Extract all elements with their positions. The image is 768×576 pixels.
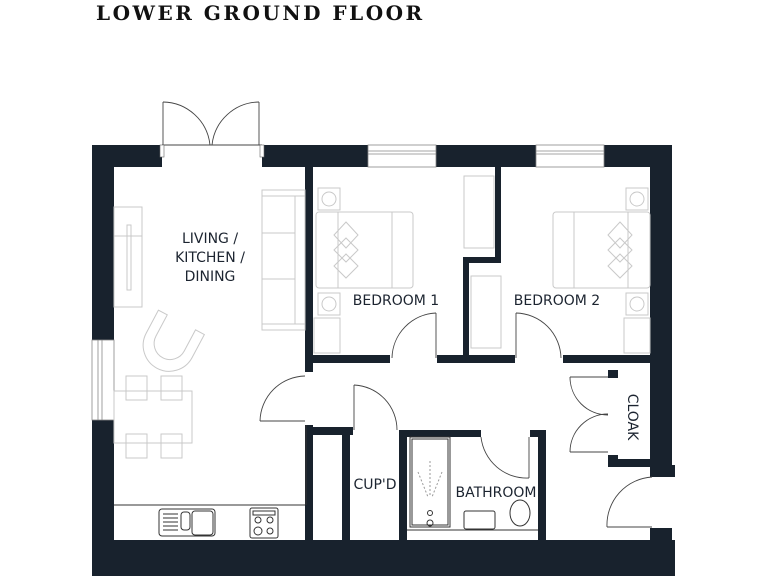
- label-bathroom: BATHROOM: [455, 485, 536, 501]
- label-living-line2: KITCHEN /: [175, 250, 245, 266]
- exterior-walls: [92, 145, 675, 576]
- french-doors: [159, 101, 265, 158]
- bathroom-fixtures: [407, 436, 538, 531]
- label-cloak: CLOAK: [624, 394, 640, 441]
- label-living-line3: DINING: [185, 269, 236, 285]
- label-bedroom-1: BEDROOM 1: [353, 293, 439, 309]
- internal-doors: [259, 312, 653, 528]
- label-bedroom-2: BEDROOM 2: [514, 293, 600, 309]
- windows: [91, 144, 605, 421]
- living-furniture: [113, 189, 307, 539]
- room-labels: LIVING / KITCHEN / DINING BEDROOM 1 BEDR…: [175, 231, 640, 501]
- bedroom1-furniture: [313, 175, 502, 354]
- label-cupboard: CUP'D: [353, 477, 396, 493]
- interior-walls: [305, 167, 650, 540]
- floor-title: LOWER GROUND FLOOR: [96, 1, 425, 25]
- bedroom2-furniture: [552, 187, 651, 354]
- label-living-line1: LIVING /: [182, 231, 238, 247]
